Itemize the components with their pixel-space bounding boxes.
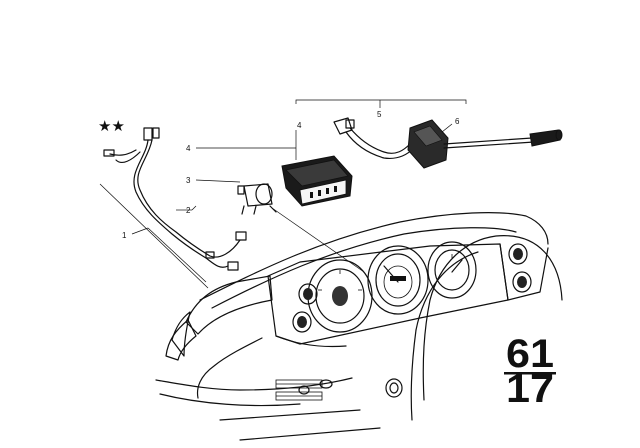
callout-label-2: 2 bbox=[186, 206, 191, 215]
callout-1-bracket bbox=[99, 183, 209, 289]
steering-wheel bbox=[410, 235, 563, 421]
dashboard-knobs bbox=[292, 243, 532, 333]
group-code-top: 61 bbox=[506, 332, 554, 376]
callout-label-3: 3 bbox=[186, 176, 191, 185]
group-code-bottom: 17 bbox=[506, 367, 554, 411]
turn-signal-switch bbox=[333, 117, 563, 169]
relay bbox=[237, 183, 277, 215]
wiring-harness bbox=[103, 127, 247, 271]
gauge-right bbox=[427, 241, 477, 299]
group-code-divider bbox=[504, 372, 556, 375]
stars-marker: ★★ bbox=[98, 117, 125, 135]
dashboard bbox=[155, 212, 549, 441]
group-code: 61 17 bbox=[504, 332, 556, 411]
callout-label-5: 5 bbox=[377, 110, 382, 119]
callout-label-4-top: 4 bbox=[297, 121, 302, 130]
callout-label-4-left: 4 bbox=[186, 144, 191, 153]
leader-lines bbox=[176, 123, 453, 273]
control-unit bbox=[281, 155, 353, 207]
callout-label-1: 1 bbox=[122, 231, 127, 240]
callout-5-brace bbox=[295, 99, 467, 108]
gauge-speedometer bbox=[367, 245, 429, 315]
callout-label-6: 6 bbox=[455, 117, 460, 126]
